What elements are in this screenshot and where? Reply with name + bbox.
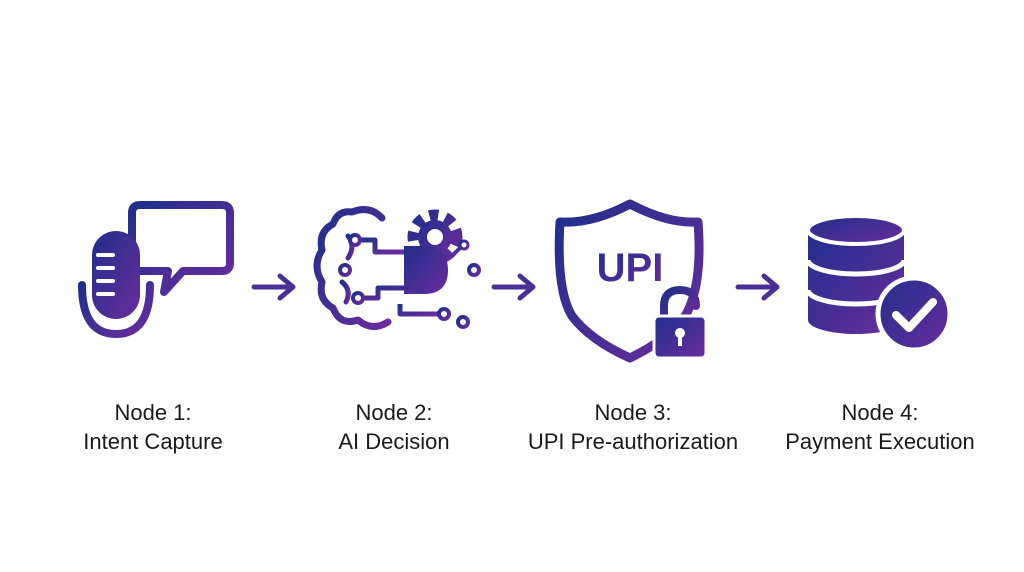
circuit-lines-icon	[338, 233, 404, 305]
node-2-title: AI Decision	[338, 429, 450, 454]
node-1-number: Node 1:	[114, 400, 192, 425]
flow-arrow-2	[491, 273, 536, 301]
microphone-chat-icon	[78, 201, 234, 356]
brain-circuit-gear-icon	[313, 206, 481, 330]
node-4-title: Payment Execution	[785, 429, 975, 454]
node-3-label: Node 3: UPI Pre-authorization	[503, 398, 763, 456]
node-1-label: Node 1: Intent Capture	[23, 398, 283, 456]
node-1-title: Intent Capture	[83, 429, 223, 454]
flow-arrow-3	[735, 273, 780, 301]
padlock-icon	[652, 285, 708, 360]
node-3-number: Node 3:	[594, 400, 672, 425]
chat-bubble-icon	[128, 201, 234, 296]
node-3-title: UPI Pre-authorization	[527, 429, 739, 454]
database-check-icon	[805, 214, 953, 353]
upi-shield-lock-icon: UPI	[554, 199, 708, 363]
checkmark-badge-icon	[875, 275, 953, 353]
microphone-icon	[78, 231, 154, 356]
upi-badge-text: UPI	[597, 246, 664, 290]
node-4-label: Node 4: Payment Execution	[750, 398, 1010, 456]
node-2-number: Node 2:	[355, 400, 433, 425]
shield-icon	[554, 199, 704, 363]
logic-gate-icon	[397, 239, 481, 329]
node-2-label: Node 2: AI Decision	[264, 398, 524, 456]
flow-arrow-1	[251, 273, 296, 301]
node-4-number: Node 4:	[841, 400, 919, 425]
